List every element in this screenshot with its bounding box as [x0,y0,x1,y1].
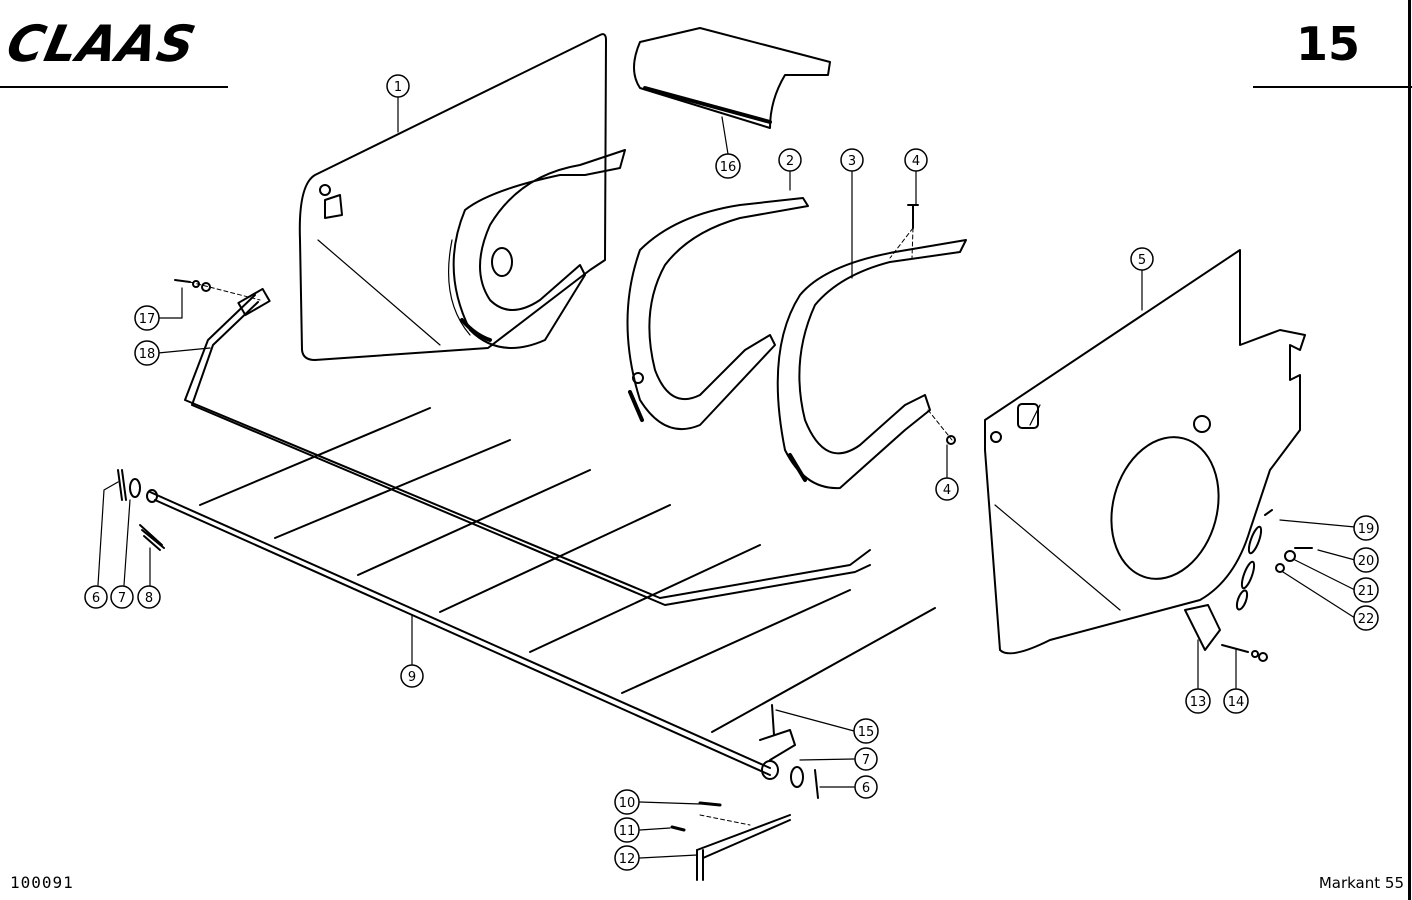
svg-text:16: 16 [720,160,737,175]
model-name: Markant 55 [1318,874,1404,892]
svg-text:4: 4 [912,154,920,169]
part-10-11-12-lever [670,801,791,881]
svg-text:11: 11 [619,824,636,839]
callout: 13 [1185,688,1211,714]
svg-text:3: 3 [848,154,856,169]
page-number: 15 [1295,17,1360,71]
part-16-cover [633,27,831,129]
part-1-left-panel [298,33,626,361]
part-9-tine-frame [146,407,936,780]
svg-text:5: 5 [1138,253,1146,268]
svg-text:7: 7 [862,753,870,768]
svg-text:22: 22 [1358,612,1375,627]
part-18-bent-bar [184,287,871,606]
callout: 8 [137,585,161,609]
part-2-belt-guard [626,197,809,430]
callout: 17 [134,305,160,331]
callout: 5 [1130,247,1154,271]
callout: 7 [110,585,134,609]
part-4-bolts [889,204,956,445]
callout: 6 [84,585,108,609]
part-6-7-8-hardware [117,469,165,551]
callout: 9 [400,664,424,688]
callout-group: 1 2 3 4 4 5 6 7 8 9 16 17 18 19 20 21 22… [84,74,1379,871]
callout: 16 [715,153,741,179]
callout: 22 [1353,605,1379,631]
callout: 21 [1353,577,1379,603]
callout: 11 [614,817,640,843]
part-19-22-chain [1235,509,1313,611]
svg-text:9: 9 [408,670,416,685]
svg-text:21: 21 [1358,584,1375,599]
svg-text:2: 2 [786,154,794,169]
part-15-7-6-hardware [759,704,819,799]
svg-text:18: 18 [139,347,156,362]
callout: 20 [1353,547,1379,573]
svg-text:10: 10 [619,796,636,811]
svg-text:4: 4 [943,483,951,498]
svg-text:6: 6 [862,781,870,796]
logo-underline [0,86,228,88]
callout: 15 [853,718,879,744]
callout: 3 [840,148,864,172]
svg-text:7: 7 [118,591,126,606]
callout: 10 [614,789,640,815]
part-17-bolt [174,279,261,301]
callout: 4 [935,477,959,501]
svg-text:17: 17 [139,312,156,327]
callout: 4 [904,148,928,172]
callout: 19 [1353,515,1379,541]
svg-text:8: 8 [145,591,153,606]
part-3-belt-guard [776,239,967,490]
leader-lines [97,96,1356,859]
svg-text:6: 6 [92,591,100,606]
svg-text:14: 14 [1228,695,1245,710]
callout: 7 [854,747,878,771]
callout: 2 [778,148,802,172]
svg-text:12: 12 [619,852,636,867]
page-number-underline [1253,86,1412,88]
document-id: 100091 [10,873,74,892]
callout: 12 [614,845,640,871]
frame-right-border [1408,0,1411,900]
svg-text:13: 13 [1190,695,1207,710]
svg-text:1: 1 [394,80,402,95]
callout: 18 [134,340,160,366]
part-5-right-panel [984,249,1306,655]
callout: 6 [854,775,878,799]
svg-text:20: 20 [1358,554,1375,569]
part-13-14-bracket [1184,604,1268,662]
callout: 14 [1223,688,1249,714]
svg-text:15: 15 [858,725,875,740]
callout: 1 [386,74,410,98]
svg-text:19: 19 [1358,522,1375,537]
